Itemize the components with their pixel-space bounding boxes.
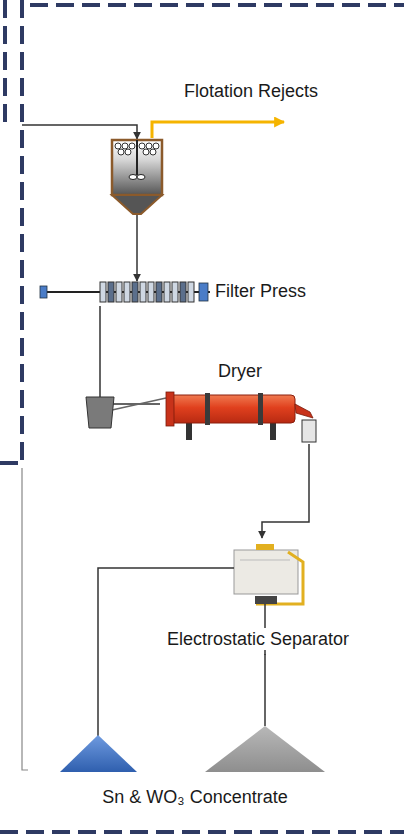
filter-plate [100,282,106,302]
rejects-arrow [152,122,284,138]
filter-plate [172,282,178,302]
separator-box: Electrostatic Separator [118,538,398,654]
filter-plate [140,282,146,302]
concentrate-pile [205,726,325,772]
equipment-label: Sn & WO₃ Concentrate [102,786,287,808]
filter-plate [132,282,138,302]
concentrate-box: Sn & WO₃ Concentrate [60,726,330,812]
conductor-pile [60,735,137,772]
equipment-label: Dryer [218,360,262,382]
filter-plate [108,282,114,302]
filter-plate [148,282,154,302]
filter-plate [116,282,122,302]
filter-plate [156,282,162,302]
flow-connector [264,654,266,726]
filter-plate [164,282,170,302]
rotary-dryer [166,392,316,442]
filter-press-box: Filter Press [38,276,310,306]
equipment-label: Electrostatic Separator [164,628,352,650]
flotation-cell [112,140,162,214]
product-line [98,568,234,738]
electrostatic-separator [234,544,303,604]
equipment-label: Filter Press [215,280,306,302]
filter-plate [180,282,186,302]
flow-line [136,215,138,281]
discharge-bin [86,397,166,428]
filter-plate [188,282,194,302]
filter-plate [124,282,130,302]
dryer-box: Dryer [160,358,320,444]
filter-press [40,282,210,302]
feed-line [22,125,137,139]
flow-connector [262,444,309,538]
stream-label: Flotation Rejects [184,80,318,102]
return-line [22,468,28,770]
flow-connector [100,306,160,404]
